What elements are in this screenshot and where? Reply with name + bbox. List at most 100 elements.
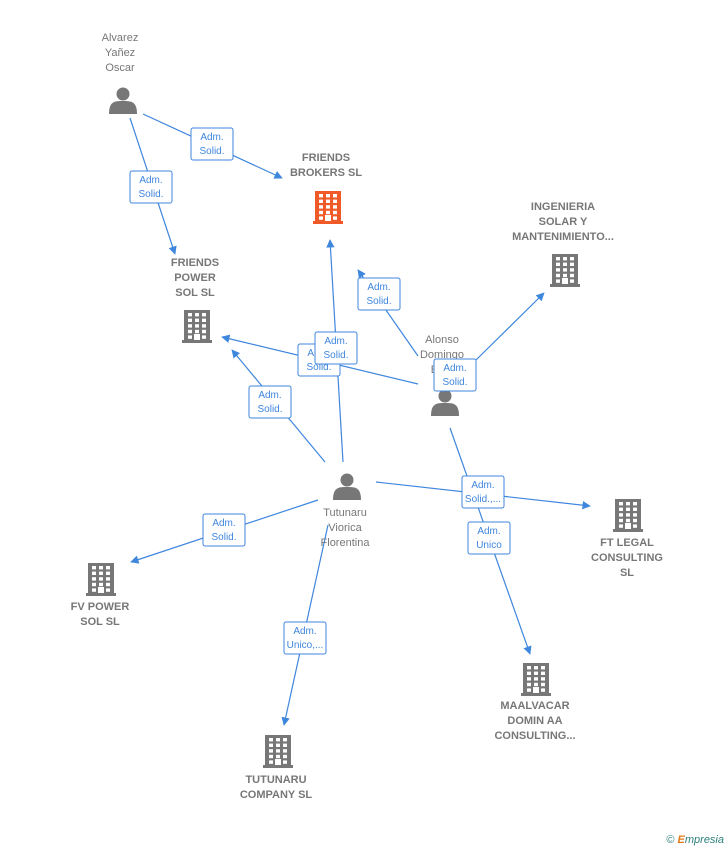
role-badge-box[interactable]	[202, 513, 246, 547]
building-icon	[550, 254, 580, 287]
node-label: FRIENDS	[302, 152, 350, 164]
role-badge[interactable]: Adm.Unico	[467, 521, 511, 555]
role-badge-text: Adm.	[212, 518, 235, 529]
building-icon-base	[313, 221, 343, 224]
building-icon-window	[92, 577, 96, 581]
role-badge[interactable]: Adm.Solid.	[357, 277, 401, 311]
person-icon	[431, 389, 459, 416]
building-icon-door	[325, 215, 331, 221]
building-icon-window	[326, 210, 330, 215]
building-icon-window	[92, 571, 96, 575]
building-icon-window	[619, 524, 623, 528]
node-label: MANTENIMIENTO...	[512, 231, 614, 243]
role-badge-text: Adm.	[139, 175, 162, 186]
role-badge[interactable]: Adm.Solid.	[202, 513, 246, 547]
role-badge-box[interactable]	[461, 475, 505, 509]
building-icon-window	[202, 324, 206, 328]
role-badge-text: Solid.	[306, 362, 331, 373]
node-maalvacar[interactable]: MAALVACAR DOMIN AA CONSULTING...	[494, 663, 576, 742]
building-icon-window	[319, 216, 323, 220]
person-icon-head	[116, 87, 130, 101]
building-icon-window	[527, 682, 531, 687]
role-badge[interactable]: Adm.Solid.	[314, 331, 358, 365]
role-badge[interactable]: Adm. Solid.	[129, 170, 173, 204]
building-icon-window	[534, 682, 538, 687]
building-icon-window	[269, 738, 273, 742]
building-icon	[86, 563, 116, 596]
building-icon-window	[319, 210, 323, 215]
building-icon-door	[625, 523, 631, 529]
building-icon-window	[283, 760, 287, 764]
role-badge-box[interactable]	[190, 127, 234, 161]
role-badge[interactable]: Adm.Solid.,...	[461, 475, 505, 509]
node-label: Tutunaru	[323, 507, 367, 519]
building-icon-window	[283, 749, 287, 753]
building-icon-window	[534, 671, 538, 675]
node-label: DOMIN AA	[507, 715, 562, 727]
building-icon-window	[195, 313, 199, 317]
role-badge[interactable]: Adm. Solid.	[248, 385, 292, 419]
building-icon-window	[202, 313, 206, 317]
building-icon-window	[527, 666, 531, 670]
role-badge[interactable]: Adm.Solid.	[190, 127, 234, 161]
building-icon-window	[556, 279, 560, 283]
building-icon-window	[633, 513, 637, 517]
role-badge-box[interactable]	[283, 621, 327, 655]
building-icon-base	[263, 765, 293, 768]
building-icon-window	[326, 199, 330, 203]
role-badge-box[interactable]	[357, 277, 401, 311]
role-badge-box[interactable]	[129, 170, 173, 204]
building-icon-window	[333, 205, 337, 209]
role-badge[interactable]: Adm.Solid.	[433, 358, 477, 392]
building-icon-window	[619, 502, 623, 506]
building-icon-window	[619, 507, 623, 511]
building-icon-window	[570, 268, 574, 272]
node-label: FRIENDS	[171, 257, 219, 269]
role-badge-text: Solid.,...	[465, 494, 501, 505]
node-label: Oscar	[105, 62, 135, 74]
node-label: MAALVACAR	[500, 700, 569, 712]
building-icon-window	[195, 329, 199, 334]
building-icon-window	[570, 279, 574, 283]
roles-layer: Adm.Solid.Adm.Solid.Adm.Solid.Adm.Solid.…	[129, 127, 511, 655]
building-icon-base	[182, 340, 212, 343]
building-icon-window	[563, 273, 567, 278]
building-icon-window	[534, 677, 538, 681]
role-badge-box[interactable]	[433, 358, 477, 392]
building-icon-window	[92, 588, 96, 592]
building-icon-window	[202, 329, 206, 334]
role-badge-box[interactable]	[467, 521, 511, 555]
role-badge-text: Solid.	[366, 296, 391, 307]
building-icon-window	[563, 257, 567, 261]
role-badge-box[interactable]	[314, 331, 358, 365]
building-icon-window	[319, 205, 323, 209]
building-icon-door	[98, 587, 104, 593]
building-icon-door	[562, 278, 568, 284]
building-icon-window	[541, 671, 545, 675]
copyright-symbol: ©	[666, 834, 675, 846]
role-badge-text: Adm.	[258, 390, 281, 401]
person-icon-body	[333, 487, 361, 500]
node-label: CONSULTING...	[494, 730, 575, 742]
building-icon-window	[106, 566, 110, 570]
building-icon-window	[269, 760, 273, 764]
node-alonso[interactable]: AlonsoDomingoEd...	[420, 334, 464, 416]
building-icon-window	[333, 199, 337, 203]
building-icon-window	[541, 682, 545, 687]
building-icon-window	[333, 216, 337, 220]
role-badge-text: Solid.	[257, 404, 282, 415]
role-badge[interactable]: Adm.Unico,...	[283, 621, 327, 655]
watermark: © Empresia	[666, 834, 724, 846]
edge-alonso-to-ingenieria	[475, 292, 545, 361]
role-badge-text: Adm.	[200, 132, 223, 143]
role-badge-text: Solid.	[138, 189, 163, 200]
role-badge-box[interactable]	[248, 385, 292, 419]
